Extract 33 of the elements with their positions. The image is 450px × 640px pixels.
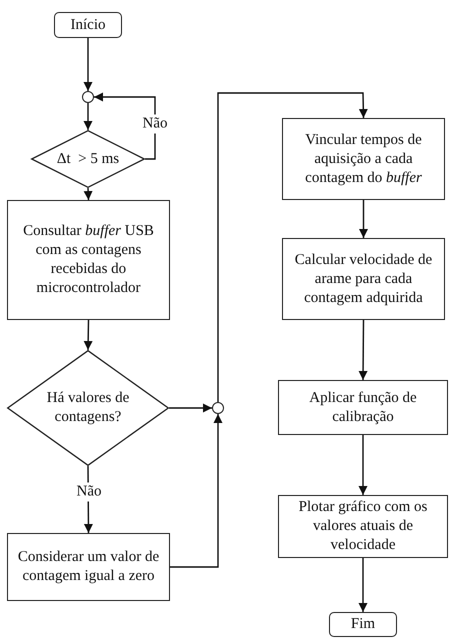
- node-text: Há valores de contagens?: [46, 389, 130, 427]
- arrow: [169, 404, 212, 412]
- edge-label: Não: [74, 482, 104, 502]
- process-box: [282, 238, 445, 320]
- node-text: Δt > 5 ms: [56, 150, 120, 168]
- node-text: Calcular velocidade de arame para cada contagem adquirida: [294, 250, 434, 308]
- node-text: Plotar gráfico com os valores atuais de velocidade: [298, 498, 428, 555]
- arrow: [84, 188, 93, 200]
- arrow: [358, 320, 368, 380]
- process-box: [7, 200, 170, 320]
- node-text: Aplicar função de calibração: [308, 388, 418, 426]
- arrow: [217, 92, 368, 402]
- node-text: Fim: [350, 615, 376, 634]
- node-text: Consultar buffer USB com as contagens recebidas do microcontrolador: [22, 222, 155, 298]
- terminal-box: [329, 612, 397, 637]
- node-text: Início: [70, 16, 106, 34]
- junction-circle: [82, 91, 94, 103]
- arrow: [84, 320, 93, 350]
- process-box: [278, 380, 448, 435]
- arrow: [359, 200, 368, 238]
- arrow: [358, 435, 368, 495]
- node-text: Vincular tempos de aquisição a cada contagem do buffer: [304, 130, 423, 188]
- process-box: [278, 495, 448, 558]
- arrow: [84, 38, 92, 91]
- arrow: [358, 558, 368, 612]
- edge-label: Não: [140, 114, 170, 134]
- junction-circle: [212, 402, 224, 414]
- arrow: [84, 103, 92, 130]
- terminal-box: [54, 12, 122, 38]
- process-box: [282, 118, 445, 200]
- process-box: [7, 533, 170, 601]
- node-text: Considerar um valor de contagem igual a zero: [16, 548, 160, 586]
- arrow: [170, 414, 222, 568]
